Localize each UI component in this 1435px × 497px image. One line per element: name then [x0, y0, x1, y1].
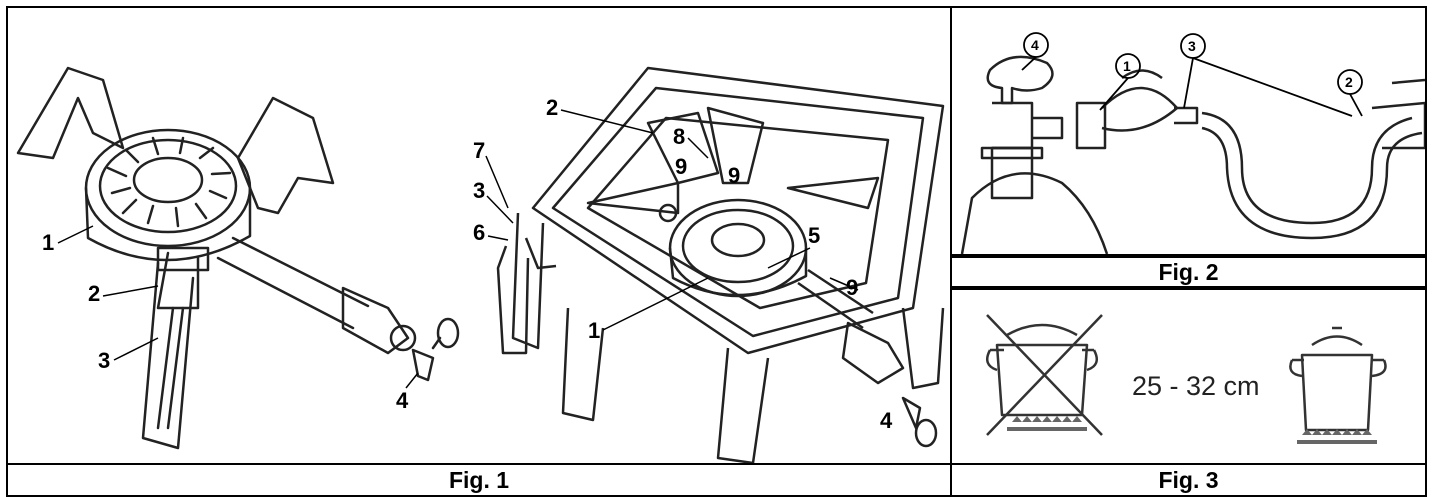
fig2-label: 3: [1188, 38, 1196, 54]
fig1-part-labels: 1 2 3 4 2 7 3 6 8 9 9 5 1 9 4: [42, 95, 893, 433]
fig2-label: 4: [1031, 37, 1039, 53]
pot-size-range: 25 - 32 cm: [1132, 371, 1260, 401]
fig1-label: 3: [473, 178, 485, 203]
fig1-label: 1: [588, 318, 600, 343]
fig1-label: 2: [546, 95, 558, 120]
fig2-part-labels: 4 1 3 2: [1031, 37, 1353, 90]
fig1-label: 8: [673, 124, 685, 149]
fig1-label: 6: [473, 220, 485, 245]
gas-hose: [1201, 111, 1413, 225]
gas-cylinder: [960, 172, 1109, 255]
fig1-drawing: 1 2 3 4 2 7 3 6 8 9 9 5 1 9 4: [16, 66, 945, 465]
pan-support-right: [236, 96, 335, 215]
fig1-label: 7: [473, 138, 485, 163]
fig1-label: 4: [880, 408, 893, 433]
pot-correct-size: [1300, 353, 1374, 432]
fig1-panel: 1 2 3 4 2 7 3 6 8 9 9 5 1 9 4: [6, 6, 952, 465]
fig3-caption: Fig. 3: [950, 465, 1427, 497]
fig2-drawing: 4 1 3 2: [960, 32, 1427, 255]
fig1-caption: Fig. 1: [6, 465, 952, 497]
stove-leg-front: [716, 347, 770, 465]
valve-knob: [986, 55, 1054, 105]
fig1-label: 2: [88, 281, 100, 306]
burner-ring-left: [84, 128, 252, 248]
fig1-label: 3: [98, 348, 110, 373]
cross-mark: [986, 314, 1103, 436]
fig1-label: 9: [728, 163, 740, 188]
stove-frame: [531, 66, 945, 355]
fig1-label: 5: [808, 223, 820, 248]
fig2-caption: Fig. 2: [950, 256, 1427, 288]
fig1-label: 9: [675, 154, 687, 179]
fig1-label: 4: [396, 388, 409, 413]
fig2-label: 1: [1123, 58, 1131, 74]
fig2-label: 2: [1345, 74, 1353, 90]
burner-flames: [1007, 416, 1377, 444]
fig3-panel: 25 - 32 cm: [950, 288, 1427, 465]
pan-support-left: [16, 66, 125, 160]
fig3-drawing: 25 - 32 cm: [985, 314, 1387, 444]
fig2-panel: 4 1 3 2: [950, 6, 1427, 256]
fig1-label: 1: [42, 230, 54, 255]
